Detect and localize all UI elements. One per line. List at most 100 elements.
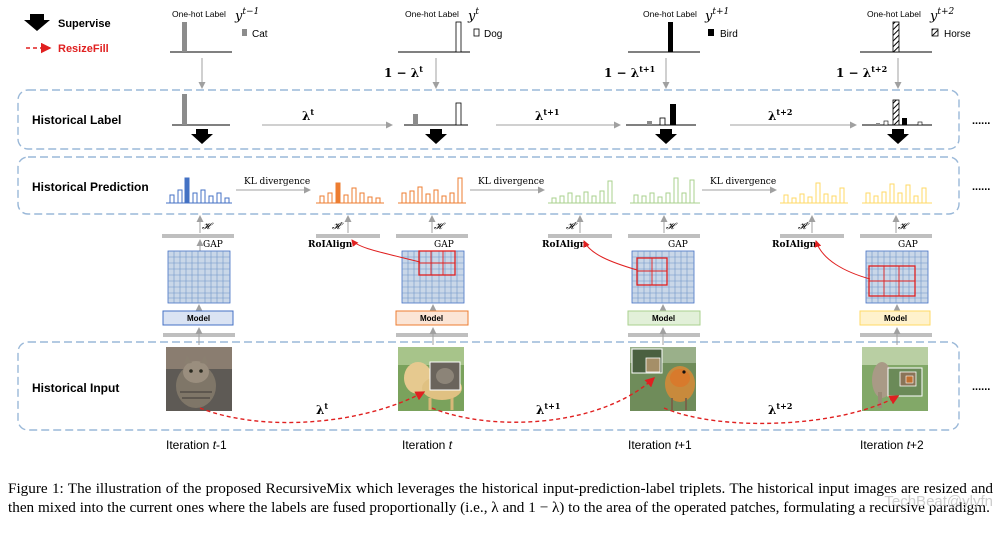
svg-text:yt+1: yt+1	[704, 7, 729, 24]
lambda-arrow-1: λt+1	[535, 107, 559, 123]
svg-text:GAP: GAP	[898, 240, 918, 250]
row-label-historical-prediction: Historical Prediction	[32, 180, 149, 194]
svg-text:𝓗: 𝓗	[202, 222, 214, 232]
head-stack-t-roi: 𝓗′ RoIAlign	[308, 215, 380, 250]
input-image-horse-mix	[862, 347, 928, 411]
hl-bar	[182, 94, 187, 125]
svg-text:One-hot Label: One-hot Label	[867, 9, 921, 19]
hl-bar	[917, 121, 923, 126]
hl-bar	[455, 102, 462, 126]
svg-text:𝓗′: 𝓗′	[332, 222, 344, 232]
svg-text:yt−1: yt−1	[234, 7, 259, 24]
onehot-bar-cat	[182, 22, 187, 52]
onehot-label-1: One-hot Label yt Dog	[398, 7, 502, 53]
resizefill-lambda-1: λt+1	[536, 401, 560, 417]
svg-text:𝓗: 𝓗	[434, 222, 446, 232]
prediction-chart-t2-roi	[780, 182, 848, 204]
feature-grid-t-1	[167, 250, 231, 304]
svg-text:𝓗′: 𝓗′	[566, 222, 578, 232]
historical-label-chart-3	[862, 99, 932, 126]
class-name-horse: Horse	[944, 29, 971, 40]
caption-line-3: patches, formulating a recursive paradig…	[730, 499, 990, 516]
caption-line-1: Figure 1: The illustration of the propos…	[8, 480, 850, 497]
prediction-chart-t	[398, 177, 466, 204]
svg-text:Model: Model	[884, 314, 907, 323]
onehot-label-0: One-hot Label yt−1 Cat	[170, 7, 268, 53]
model-box-t1: Model	[627, 310, 701, 326]
historical-prediction-panel	[17, 156, 960, 215]
lambda-arrow-2: λt+2	[768, 107, 792, 123]
lambda-arrow-0: λt	[302, 107, 314, 123]
onehot-bar-bird	[668, 22, 673, 52]
legend-swatch-dog	[473, 28, 480, 37]
iteration-label-2: Iteration t+1	[628, 438, 692, 452]
svg-text:𝓗: 𝓗	[898, 222, 910, 232]
hl-bar	[659, 117, 666, 126]
legend-swatch-horse	[931, 28, 939, 37]
svg-text:One-hot Label: One-hot Label	[643, 9, 697, 19]
supervise-label: Supervise	[58, 18, 111, 30]
model-box-t-1: Model	[162, 310, 234, 326]
svg-text:RoIAlign: RoIAlign	[772, 240, 817, 250]
iteration-label-0: Iteration t-1	[166, 438, 227, 452]
prediction-chart-t1	[630, 177, 700, 204]
feature-grid-t2	[865, 250, 929, 304]
svg-text:GAP: GAP	[203, 240, 223, 250]
one-minus-lambda-1: 1 − λt+1	[604, 64, 655, 80]
supervise-arrow-icon	[24, 14, 50, 31]
svg-text:GAP: GAP	[668, 240, 688, 250]
onehot-bar-horse	[892, 21, 900, 53]
resizefill-label: ResizeFill	[58, 43, 109, 55]
input-image-cat	[166, 347, 232, 411]
head-stack-t2: 𝓗 GAP	[860, 215, 932, 250]
onehot-label-2: One-hot Label yt+1 Bird	[628, 7, 738, 53]
head-stack-t2-roi: 𝓗′ RoIAlign	[772, 215, 844, 250]
svg-text:Model: Model	[420, 314, 443, 323]
kl-divergence-label-1: KL divergence	[478, 177, 544, 187]
historical-label-chart-0	[172, 94, 230, 126]
input-image-bird-mix	[630, 347, 696, 411]
hl-bar	[892, 99, 900, 126]
svg-text:RoIAlign: RoIAlign	[542, 240, 587, 250]
legend-swatch-cat	[242, 29, 247, 36]
model-box-t: Model	[395, 310, 469, 326]
ellipsis-label-row: ......	[972, 115, 990, 127]
iteration-label-3: Iteration t+2	[860, 438, 924, 452]
watermark: TechBeat@ylyfn	[884, 493, 993, 510]
legend: Supervise ResizeFill	[24, 14, 111, 55]
resizefill-lambda-2: λt+2	[768, 401, 792, 417]
one-minus-lambda-0: 1 − λt	[384, 64, 423, 80]
row-label-historical-input: Historical Input	[32, 381, 119, 395]
svg-text:𝓗: 𝓗	[666, 222, 678, 232]
svg-text:RoIAlign: RoIAlign	[308, 240, 353, 250]
svg-text:GAP: GAP	[434, 240, 454, 250]
head-stack-t1: 𝓗 GAP	[628, 215, 700, 250]
hl-bar	[413, 114, 418, 125]
hl-bar	[902, 118, 907, 125]
head-stack-t-1: 𝓗 GAP	[162, 215, 234, 252]
supervise-arrow-icon	[887, 129, 909, 144]
svg-text:yt: yt	[467, 7, 479, 24]
resizefill-lambda-0: λt	[316, 401, 328, 417]
feature-grid-t	[401, 250, 465, 304]
svg-text:One-hot Label: One-hot Label	[405, 9, 459, 19]
ellipsis-input-row: ......	[972, 381, 990, 393]
iteration-label-1: Iteration t	[402, 438, 453, 452]
legend-swatch-bird	[708, 29, 714, 36]
prediction-chart-t1-roi	[548, 180, 616, 204]
supervise-arrow-icon	[191, 129, 213, 144]
svg-text:Model: Model	[187, 314, 210, 323]
caption-line-2: images are resized and then mixed into t…	[8, 480, 994, 516]
kl-divergence-label-2: KL divergence	[710, 177, 776, 187]
svg-text:𝓗′: 𝓗′	[798, 222, 810, 232]
class-name-dog: Dog	[484, 29, 502, 40]
class-name-cat: Cat	[252, 29, 268, 40]
row-label-historical-label: Historical Label	[32, 113, 121, 127]
prediction-chart-t-1	[166, 177, 232, 204]
svg-text:Model: Model	[652, 314, 675, 323]
hl-bar	[647, 121, 652, 125]
feature-grid-t1	[631, 250, 695, 304]
historical-label-chart-1	[404, 102, 468, 126]
head-stack-t1-roi: 𝓗′ RoIAlign	[542, 215, 612, 250]
